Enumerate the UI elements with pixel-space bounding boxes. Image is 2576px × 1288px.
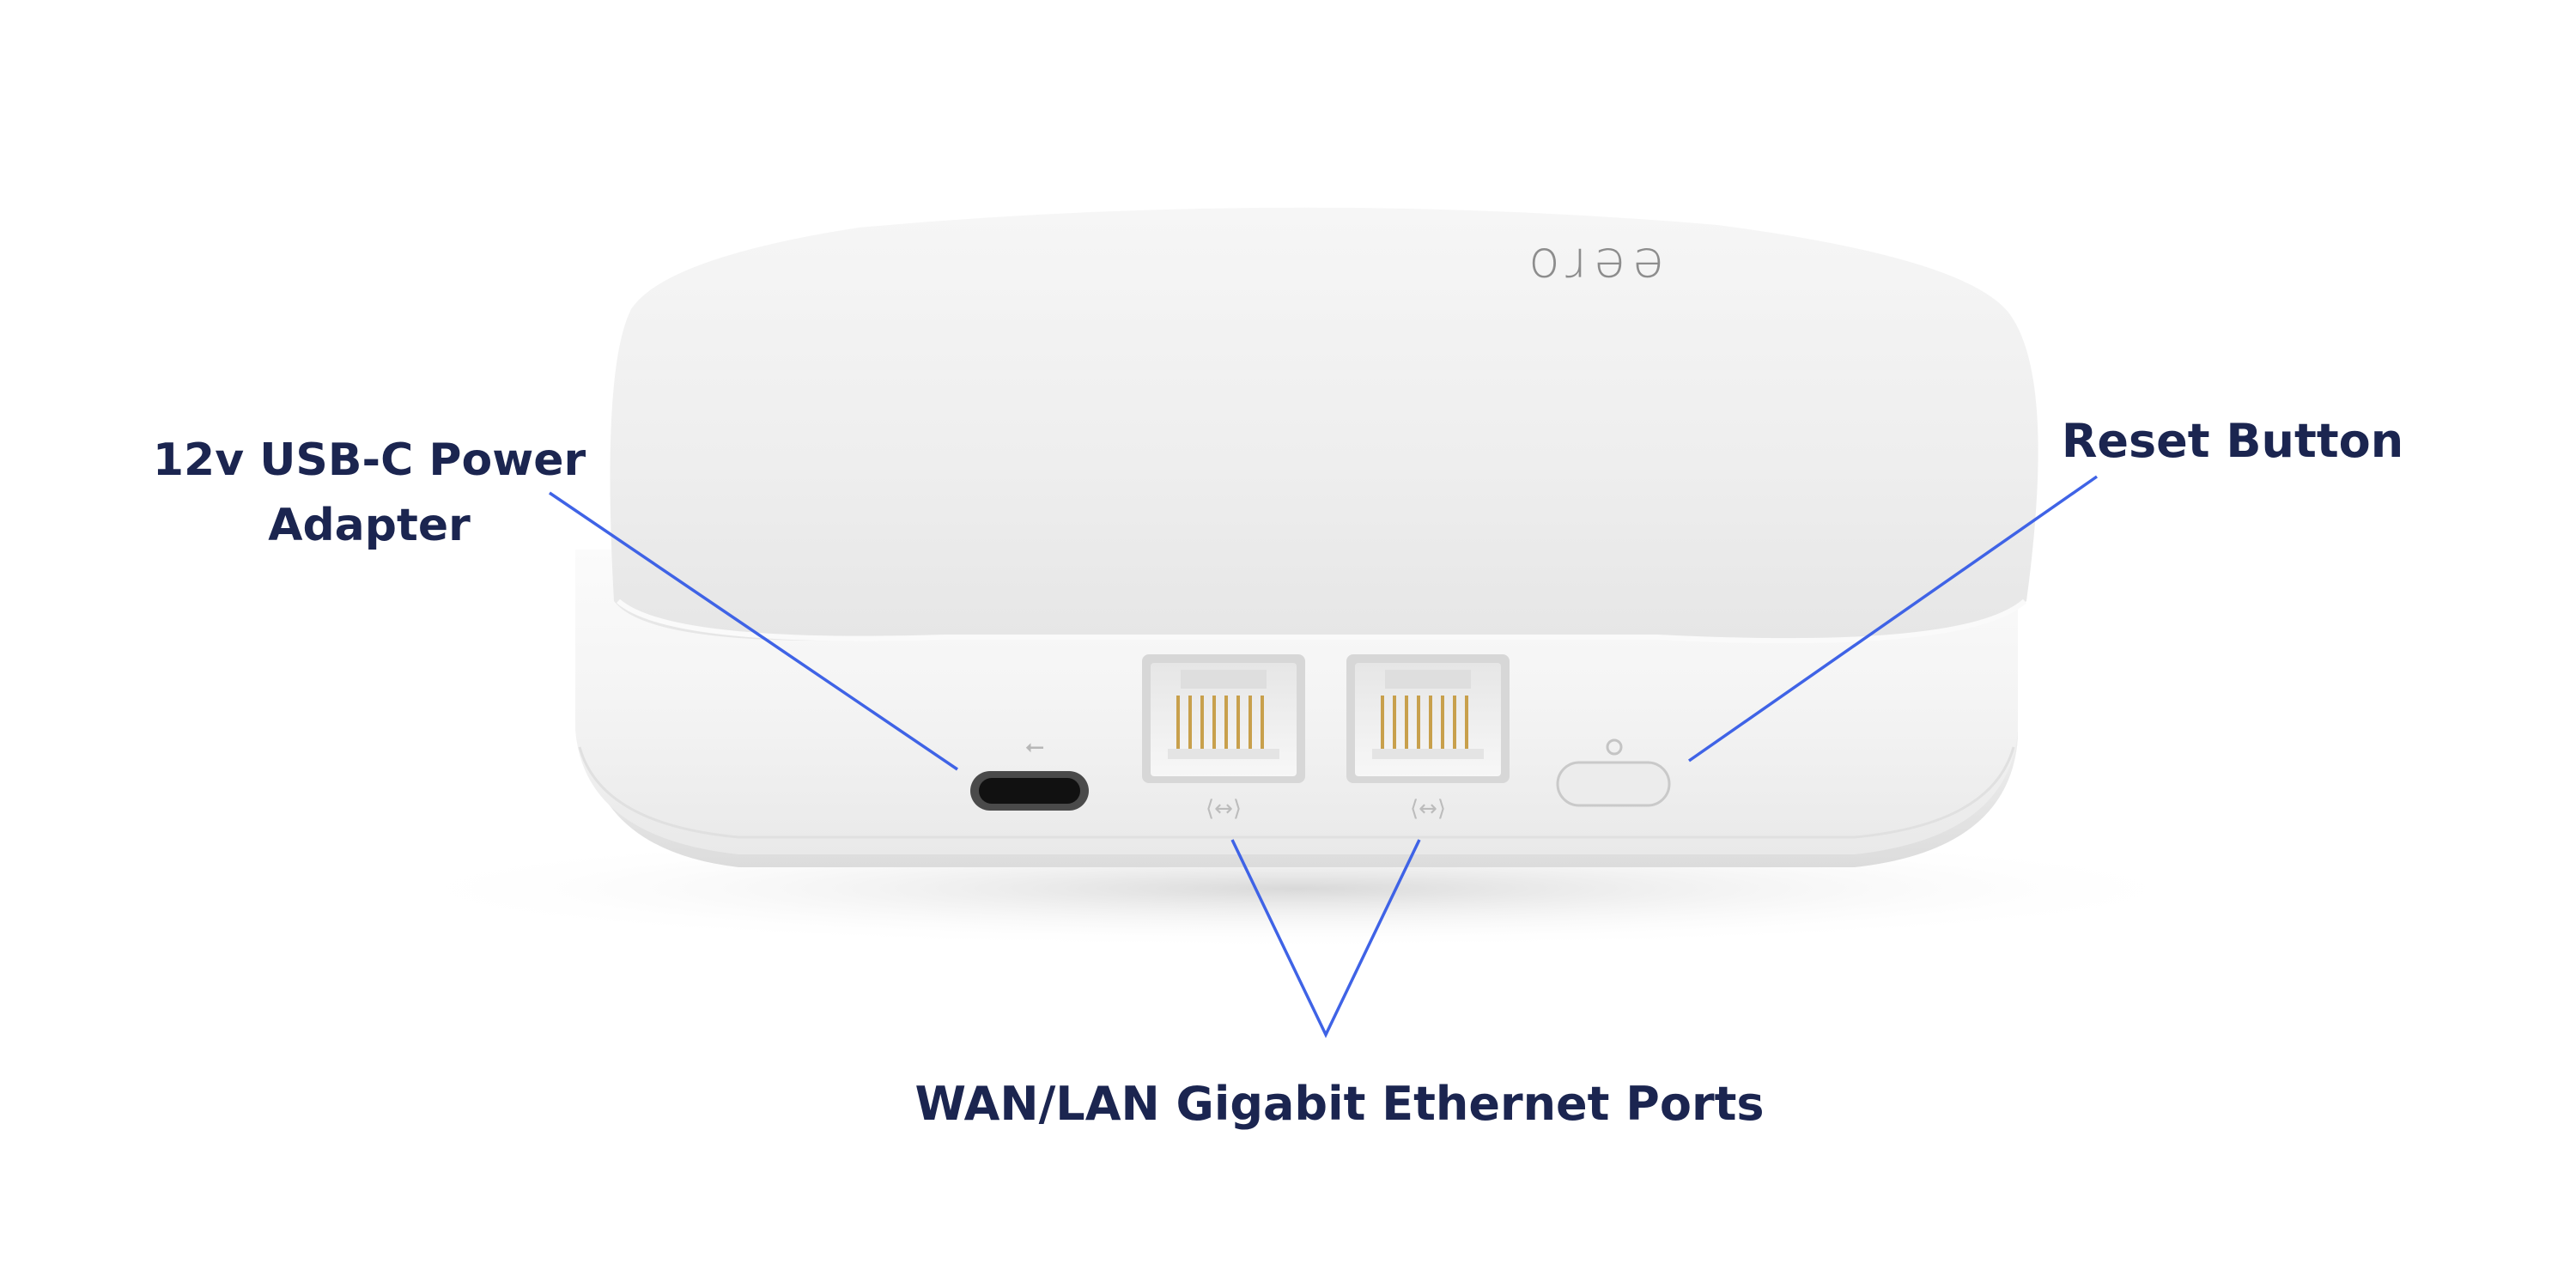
usb-symbol-icon: ⭠ bbox=[1025, 732, 1044, 760]
leader-line-reset bbox=[1687, 475, 2099, 762]
svg-text:eero: eero bbox=[1522, 236, 1664, 296]
device-seam bbox=[578, 746, 2015, 839]
dome-edge-highlight bbox=[617, 598, 2026, 644]
power-adapter-label-line2: Adapter bbox=[268, 500, 471, 551]
reset-indicator-icon bbox=[1606, 738, 1623, 756]
device-top-shell bbox=[610, 207, 2038, 641]
ethernet-port-wan: ⟨↔⟩ bbox=[1142, 654, 1305, 822]
usb-c-port: ⭠ bbox=[970, 732, 1089, 811]
eero-logo: eero bbox=[1522, 236, 1664, 296]
leader-line-ports bbox=[1230, 839, 1421, 1039]
port-activity-icon: ⟨↔⟩ bbox=[1410, 796, 1446, 822]
reset-button bbox=[1556, 738, 1671, 807]
port-contacts bbox=[1381, 696, 1468, 749]
ethernet-ports-label: WAN/LAN Gigabit Ethernet Ports bbox=[914, 1077, 1765, 1131]
reset-button-label: Reset Button bbox=[2061, 414, 2404, 468]
port-contacts bbox=[1176, 696, 1264, 749]
leader-line-power bbox=[549, 491, 958, 771]
power-adapter-label: 12v USB-C Power Adapter bbox=[137, 428, 601, 558]
ethernet-port-lan: ⟨↔⟩ bbox=[1346, 654, 1510, 822]
port-activity-icon: ⟨↔⟩ bbox=[1206, 796, 1242, 822]
power-adapter-label-line1: 12v USB-C Power bbox=[152, 434, 586, 486]
